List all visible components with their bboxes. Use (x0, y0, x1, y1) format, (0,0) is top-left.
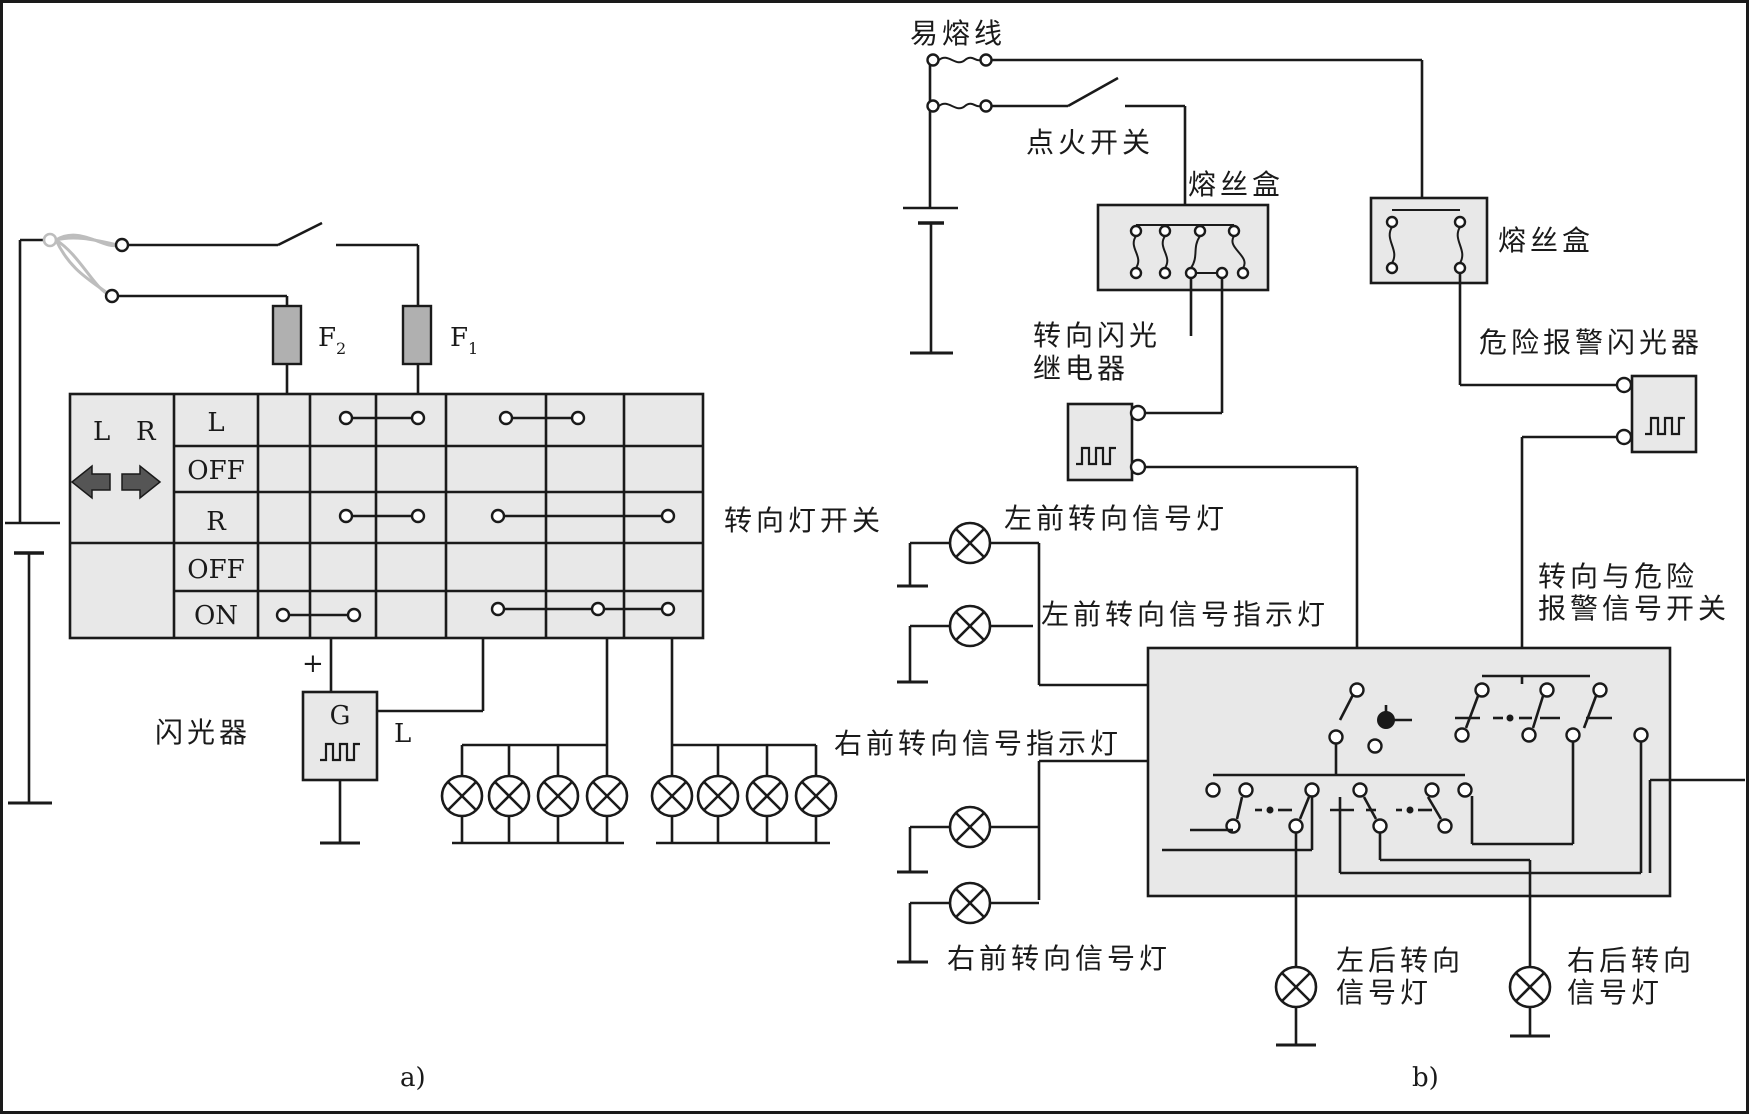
lamp-icon (948, 881, 992, 925)
flasher-plus-label: + (302, 649, 324, 679)
fuse-box-1 (1096, 203, 1270, 292)
lamp-group-right-a (650, 638, 838, 845)
switch-label-2: 报警信号开关 (1538, 592, 1730, 625)
ignition-switch-label: 点火开关 (1026, 126, 1154, 159)
hazard-flasher-label: 危险报警闪光器 (1479, 326, 1703, 359)
fusible-link-a (42, 232, 130, 304)
lamp-icon (487, 774, 531, 818)
hazard-flasher (1630, 374, 1698, 454)
lamp-icon (650, 774, 694, 818)
lf-indicator-label: 左前转向信号指示灯 (1041, 598, 1329, 631)
fuse-f2-label: F2 (318, 323, 346, 358)
lamp-icon (948, 805, 992, 849)
turn-flasher-relay (1066, 402, 1134, 482)
fuse-box-1-label: 熔丝盒 (1188, 168, 1284, 201)
turn-signal-switch-table: L R L OFF R OFF ON (68, 392, 705, 640)
switch-label-l: L (93, 417, 110, 447)
lamp-icon (948, 521, 992, 565)
turn-relay-label-1: 转向闪光 (1033, 319, 1161, 352)
caption-b: b) (1412, 1063, 1439, 1093)
lamp-icon (948, 604, 992, 648)
turn-hazard-switch (1146, 646, 1745, 937)
lamp-icon (696, 774, 740, 818)
flasher-l-label: L (394, 719, 411, 749)
rear-lamps-b: 左后转向 信号灯 右后转向 信号灯 (1274, 937, 1695, 1047)
pulse-icon (1643, 416, 1687, 436)
lamp-icon (1508, 965, 1552, 1009)
lamp-icon (585, 774, 629, 818)
rr-lamp-label-2: 信号灯 (1567, 976, 1663, 1009)
row-label-r: R (206, 507, 227, 537)
row-label-l: L (207, 408, 224, 438)
pulse-icon (1074, 446, 1118, 466)
fuse-box-2-label: 熔丝盒 (1498, 224, 1594, 257)
rr-lamp-label-1: 右后转向 (1567, 944, 1695, 977)
fuse-box-2 (1369, 196, 1489, 285)
lamp-icon (745, 774, 789, 818)
lr-lamp-label-1: 左后转向 (1336, 944, 1464, 977)
fuse-f1-label: F1 (450, 323, 478, 358)
diagram-a: F2 F1 L R L OFF R OFF ON (5, 221, 884, 1093)
turn-switch-label: 转向灯开关 (724, 504, 884, 537)
switch-label-1: 转向与危险 (1538, 560, 1698, 593)
lamp-icon (536, 774, 580, 818)
row-label-on: ON (194, 601, 238, 631)
switch-label-r: R (136, 417, 157, 447)
rf-indicator-label: 右前转向信号指示灯 (834, 727, 1122, 760)
turn-relay-label-2: 继电器 (1033, 352, 1129, 385)
lamp-icon (1274, 965, 1318, 1009)
fusible-link-b (926, 53, 993, 113)
fuse-f2 (271, 304, 303, 366)
lamp-group-left-a (440, 638, 629, 845)
lf-lamp-label: 左前转向信号灯 (1004, 502, 1228, 535)
ignition-switch-a[interactable] (277, 221, 323, 247)
row-label-off-2: OFF (187, 555, 244, 585)
rf-lamp-label: 右前转向信号灯 (947, 942, 1171, 975)
flasher-label: 闪光器 (155, 716, 251, 749)
arrow-right-icon (121, 464, 162, 500)
lamp-icon (440, 774, 484, 818)
battery-a (5, 238, 60, 805)
pulse-icon (318, 742, 362, 762)
row-label-off: OFF (187, 456, 244, 486)
fusible-link-label: 易熔线 (910, 17, 1006, 50)
lamp-icon (794, 774, 838, 818)
ignition-switch-b[interactable] (1067, 76, 1119, 108)
arrow-left-icon (70, 464, 111, 500)
flasher-g-label: G (330, 701, 351, 731)
diagram-b: 易熔线 点火开关 熔丝盒 (834, 17, 1745, 1093)
caption-a: a) (400, 1063, 426, 1093)
fuse-f1 (401, 304, 433, 366)
lr-lamp-label-2: 信号灯 (1336, 976, 1432, 1009)
